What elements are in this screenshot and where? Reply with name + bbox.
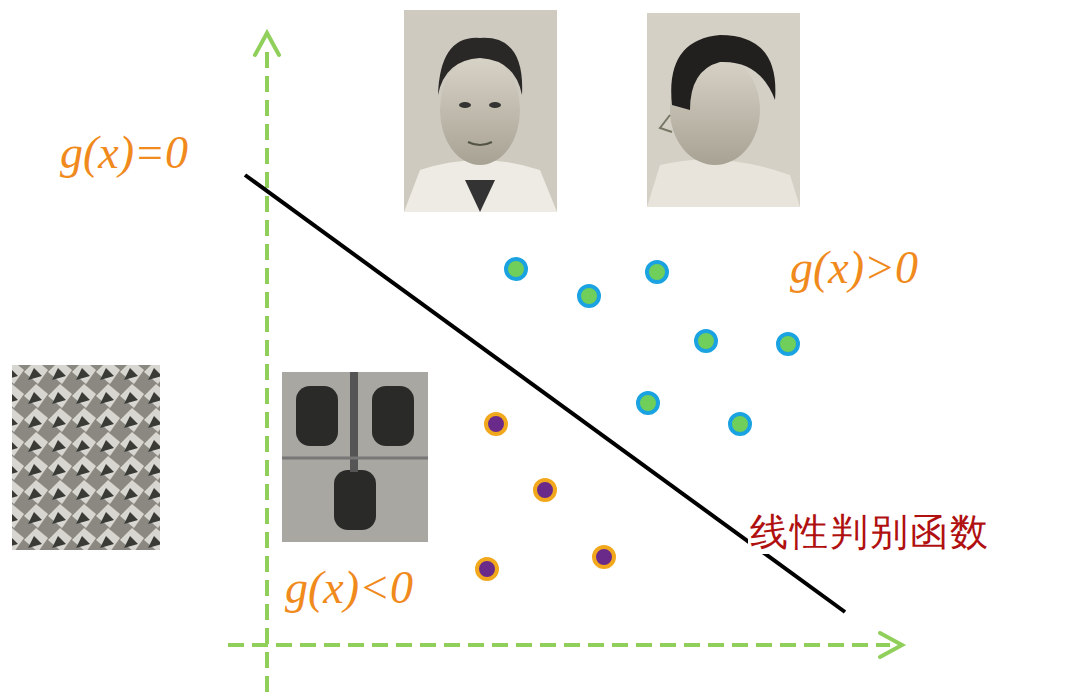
equation-label: g(x)=0 xyxy=(58,128,190,179)
class-dot xyxy=(506,259,798,434)
equation-label: g(x)>0 xyxy=(788,243,920,294)
face-photo xyxy=(647,13,800,207)
axis-arrowhead xyxy=(255,33,902,657)
texture-photo xyxy=(12,365,160,550)
equation-label: g(x)<0 xyxy=(283,563,415,614)
caption-label: 线性判别函数 xyxy=(748,512,992,554)
face-photo xyxy=(404,10,557,212)
block-photo xyxy=(282,372,428,542)
class-dot xyxy=(477,414,614,579)
